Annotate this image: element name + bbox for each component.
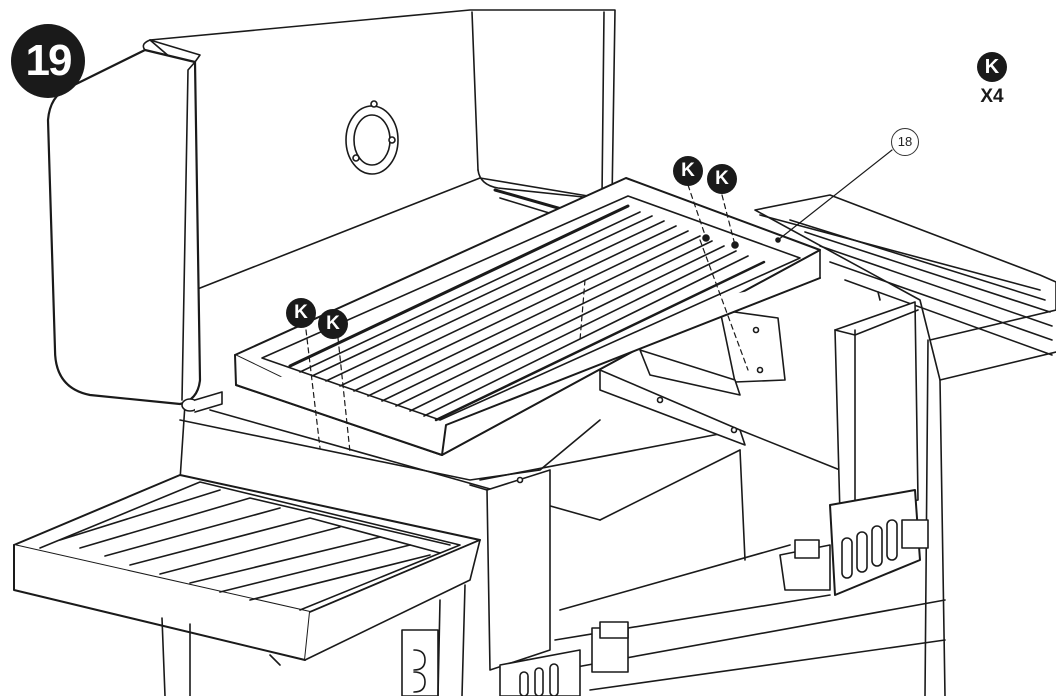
- step-number-badge: 19: [11, 24, 85, 98]
- left-side-shelf: [13, 474, 481, 696]
- hardware-letter-icon: K: [977, 52, 1007, 82]
- thermometer-icon: [345, 100, 399, 175]
- screw-k-marker: K: [286, 298, 316, 328]
- screw-k-marker: K: [318, 309, 348, 339]
- warming-rack-tray: [234, 149, 893, 456]
- grill-lid: [46, 9, 616, 406]
- part-callout: 18: [891, 128, 919, 156]
- right-side-shelf: [754, 194, 1056, 696]
- screw-k-marker: K: [707, 164, 737, 194]
- screw-k-marker: K: [673, 156, 703, 186]
- step-number: 19: [25, 36, 73, 85]
- hardware-quantity: X4: [980, 86, 1004, 107]
- hardware-key: K X4: [966, 52, 1018, 108]
- grill-body: [179, 291, 946, 696]
